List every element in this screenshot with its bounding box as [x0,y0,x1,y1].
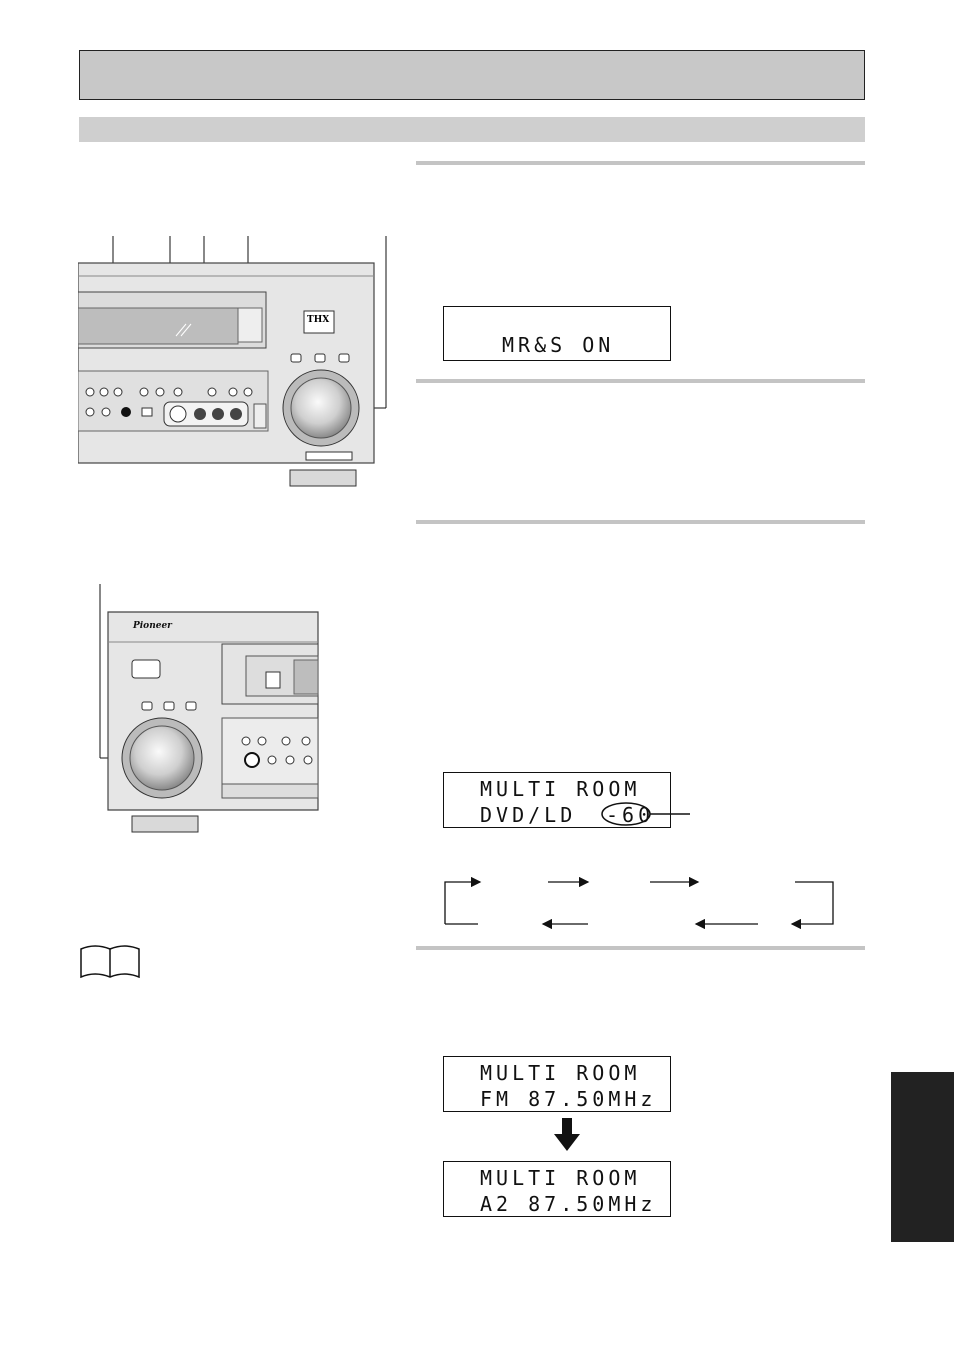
receiver-front-panel-illustration [78,236,387,487]
step-divider [416,946,865,950]
section-subtitle-bar [79,117,865,142]
volume-level-callout [601,802,690,826]
book-icon [80,945,140,979]
lcd-display-multi-room-fm: MULTI ROOM FM 87.50MHz [443,1056,671,1112]
chapter-tab [891,1072,954,1242]
pioneer-logo: Pioneer [133,621,172,631]
lcd-line-1: MULTI ROOM [480,1061,641,1085]
lcd-line-2: MR&S ON [502,333,615,357]
lcd-display-multi-room-volume: MULTI ROOM DVD/LD -60 [443,772,671,828]
thx-logo: THX [307,315,330,325]
down-arrow-icon [554,1118,580,1151]
lcd-line-2-source: DVD/LD [480,803,577,827]
lcd-line-1: MULTI ROOM [480,777,641,801]
step-divider [416,161,865,165]
input-cycle-diagram [444,876,834,930]
lcd-line-1: MULTI ROOM [480,1166,641,1190]
section-title-bar [79,50,865,100]
receiver-angled-illustration [99,584,319,833]
step-divider [416,379,865,383]
lcd-line-2: A2 87.50MHz [480,1192,657,1216]
lcd-display-multi-room-a2: MULTI ROOM A2 87.50MHz [443,1161,671,1217]
lcd-line-2: FM 87.50MHz [480,1087,657,1111]
step-divider [416,520,865,524]
lcd-display-mrs: MR&S ON [443,306,671,361]
